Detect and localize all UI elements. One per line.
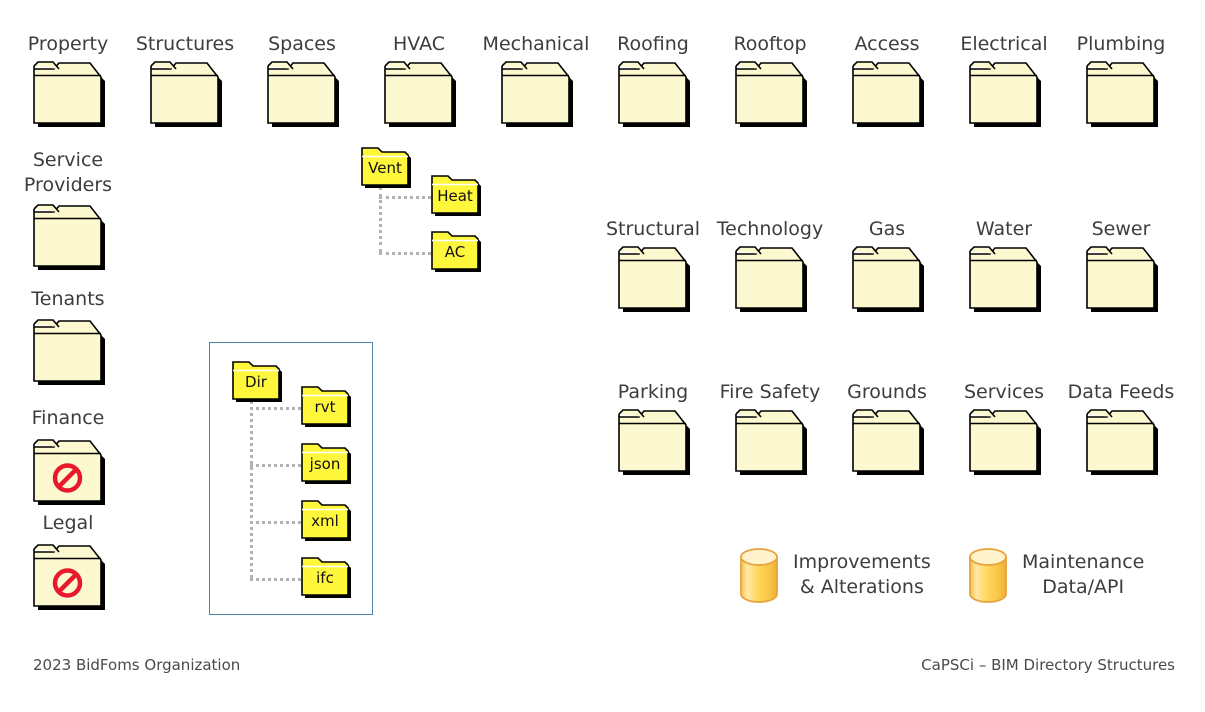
folder-label-gas: Gas [868,218,906,240]
folder-property[interactable] [33,60,111,128]
folder-roofing[interactable] [618,60,696,128]
database-cylinder-icon [737,546,778,604]
folder-gas[interactable] [852,245,930,313]
folder-spaces[interactable] [267,60,345,128]
folder-rvt[interactable]: rvt [301,386,351,427]
folder-services[interactable] [969,408,1047,476]
hvac-tree-branch-1 [379,252,431,255]
folder-plumbing[interactable] [1086,60,1164,128]
folder-legal[interactable] [33,543,111,611]
database-cylinder-icon [966,546,1007,604]
folder-label-plumbing: Plumbing [1076,33,1166,55]
folder-label-sewer: Sewer [1091,218,1151,240]
folder-finance[interactable] [33,438,111,506]
database-label-maintenance-data-api: Maintenance Data/API [1022,551,1145,598]
folder-ac[interactable]: AC [431,231,481,272]
folder-label-services: Services [963,381,1045,403]
footer-right-text: CaPSCi – BIM Directory Structures [921,656,1175,674]
folder-label-water: Water [975,218,1033,240]
folder-label-spaces: Spaces [268,33,336,55]
folder-label-grounds: Grounds [847,381,927,403]
folder-tenants[interactable] [33,318,111,386]
folder-label-structures: Structures [135,33,235,55]
dir-tree-branch-1 [250,464,301,467]
folder-vent[interactable]: Vent [361,147,411,188]
folder-label-parking: Parking [617,381,689,403]
folder-rooftop[interactable] [735,60,813,128]
dir-tree-branch-2 [250,521,301,524]
folder-parking[interactable] [618,408,696,476]
folder-access[interactable] [852,60,930,128]
folder-structures[interactable] [150,60,228,128]
folder-label-data-feeds: Data Feeds [1067,381,1175,403]
folder-label-tenants: Tenants [31,288,105,310]
folder-xml[interactable]: xml [301,500,351,541]
folder-mechanical[interactable] [501,60,579,128]
folder-structural[interactable] [618,245,696,313]
folder-ifc[interactable]: ifc [301,557,351,598]
folder-label-property: Property [27,33,109,55]
folder-label-electrical: Electrical [960,33,1048,55]
folder-label-access: Access [854,33,920,55]
folder-sewer[interactable] [1086,245,1164,313]
folder-grounds[interactable] [852,408,930,476]
folder-service-providers[interactable] [33,203,111,271]
folder-label-legal: Legal [42,512,94,534]
database-label-improvements-alterations: Improvements & Alterations [793,551,931,598]
folder-label-hvac: HVAC [393,33,445,55]
folder-label-technology: Technology [716,218,824,240]
folder-label-mechanical: Mechanical [482,33,590,55]
folder-fire-safety[interactable] [735,408,813,476]
folder-technology[interactable] [735,245,813,313]
folder-label-structural: Structural [605,218,701,240]
folder-dir[interactable]: Dir [232,361,282,402]
folder-label-finance: Finance [31,407,105,429]
dir-tree-stem [250,401,253,578]
folder-heat[interactable]: Heat [431,175,481,216]
folder-water[interactable] [969,245,1047,313]
folder-label-rooftop: Rooftop [733,33,807,55]
footer-left-text: 2023 BidFoms Organization [33,656,241,674]
folder-json[interactable]: json [301,443,351,484]
hvac-tree-stem [379,187,382,252]
hvac-tree-branch-0 [379,196,431,199]
folder-data-feeds[interactable] [1086,408,1164,476]
dir-tree-branch-3 [250,578,301,581]
folder-hvac[interactable] [384,60,462,128]
dir-tree-branch-0 [250,407,301,410]
folder-electrical[interactable] [969,60,1047,128]
folder-label-roofing: Roofing [617,33,689,55]
folder-label-service-providers: Service Providers [23,149,113,196]
folder-label-fire-safety: Fire Safety [719,381,821,403]
